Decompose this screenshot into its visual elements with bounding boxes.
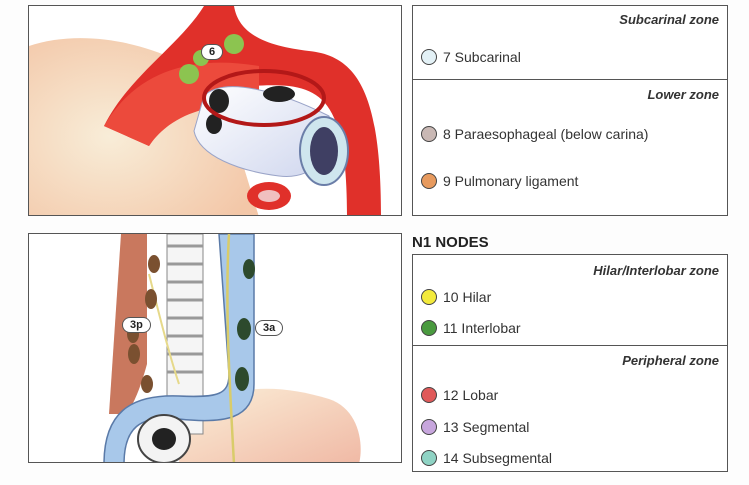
legend-item-12-lobar: 12 Lobar	[421, 387, 498, 403]
legend-label: 11 Interlobar	[443, 320, 521, 336]
zone-title-hilar-interlobar: Hilar/Interlobar zone	[593, 263, 719, 278]
esophagus-lumen	[258, 190, 280, 202]
legend-item-7-subcarinal: 7 Subcarinal	[421, 49, 521, 65]
bronchus-lumen	[152, 428, 176, 450]
legend-color-swatch	[421, 419, 437, 435]
node-label-3a: 3a	[255, 320, 283, 336]
node-3p	[148, 255, 160, 273]
zone-divider	[413, 345, 727, 346]
node-3p	[141, 375, 153, 393]
node-3p	[145, 289, 157, 309]
legend-item-8-paraesophageal: 8 Paraesophageal (below carina)	[421, 126, 648, 142]
legend-color-swatch	[421, 320, 437, 336]
legend-color-swatch	[421, 450, 437, 466]
zone-title-subcarinal: Subcarinal zone	[619, 12, 719, 27]
legend-bottom: Hilar/Interlobar zone 10 Hilar 11 Interl…	[412, 254, 728, 472]
legend-label: 8 Paraesophageal (below carina)	[443, 126, 648, 142]
legend-label: 14 Subsegmental	[443, 450, 552, 466]
legend-item-9-pulmonary-ligament: 9 Pulmonary ligament	[421, 173, 578, 189]
green-node	[179, 64, 199, 84]
zone-divider	[413, 79, 727, 80]
legend-item-13-segmental: 13 Segmental	[421, 419, 529, 435]
node-3p	[128, 344, 140, 364]
legend-color-swatch	[421, 126, 437, 142]
legend-label: 12 Lobar	[443, 387, 498, 403]
node-label-6: 6	[201, 44, 223, 60]
zone-title-peripheral: Peripheral zone	[622, 353, 719, 368]
node-3a	[243, 259, 255, 279]
node-3a	[237, 318, 251, 340]
subcarinal-node	[263, 86, 295, 102]
node-label-3p: 3p	[122, 317, 151, 333]
node-3a	[235, 367, 249, 391]
n1-nodes-heading: N1 NODES	[412, 234, 489, 251]
hilar-anatomy-drawing	[29, 234, 402, 463]
legend-item-10-hilar: 10 Hilar	[421, 289, 491, 305]
legend-color-swatch	[421, 289, 437, 305]
legend-label: 10 Hilar	[443, 289, 491, 305]
legend-top: Subcarinal zone 7 Subcarinal Lower zone …	[412, 5, 728, 216]
legend-item-11-interlobar: 11 Interlobar	[421, 320, 521, 336]
zone-title-lower: Lower zone	[647, 87, 719, 102]
legend-label: 9 Pulmonary ligament	[443, 173, 578, 189]
legend-color-swatch	[421, 387, 437, 403]
legend-item-14-subsegmental: 14 Subsegmental	[421, 450, 552, 466]
green-node	[224, 34, 244, 54]
legend-label: 7 Subcarinal	[443, 49, 521, 65]
legend-color-swatch	[421, 173, 437, 189]
bronchus-lumen	[310, 127, 338, 175]
subcarinal-illustration: 6	[28, 5, 402, 216]
legend-label: 13 Segmental	[443, 419, 529, 435]
hilar-illustration: 3p 3a	[28, 233, 402, 463]
legend-color-swatch	[421, 49, 437, 65]
subcarinal-anatomy-drawing	[29, 6, 402, 216]
